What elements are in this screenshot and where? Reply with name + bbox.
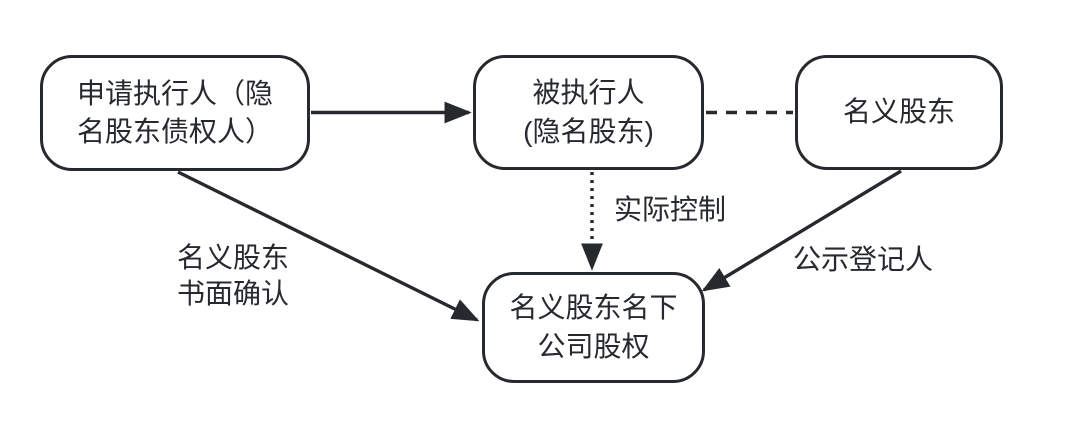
- edge-label-public-registrant: 公示登记人: [793, 244, 934, 275]
- node-nominal-shareholder: 名义股东: [795, 55, 1003, 170]
- node-applicant-executor: 申请执行人（隐 名股东债权人）: [40, 55, 310, 171]
- node-nominal-label: 名义股东: [842, 96, 955, 128]
- edge-nominal-to-equity-arrow: [701, 169, 902, 292]
- edge-label-actual-control: 实际控制: [614, 194, 727, 225]
- node-company-equity: 名义股东名下 公司股权: [482, 272, 705, 383]
- node-applicant-label: 申请执行人（隐 名股东债权人）: [76, 77, 273, 147]
- node-debtor-label: 被执行人 (隐名股东): [523, 77, 654, 147]
- edge-applicant-to-equity-arrow: [177, 170, 480, 322]
- edge-label-written-confirmation: 名义股东 书面确认: [177, 242, 290, 310]
- node-equity-label: 名义股东名下 公司股权: [509, 292, 678, 362]
- node-person-under-execution: 被执行人 (隐名股东): [473, 55, 704, 170]
